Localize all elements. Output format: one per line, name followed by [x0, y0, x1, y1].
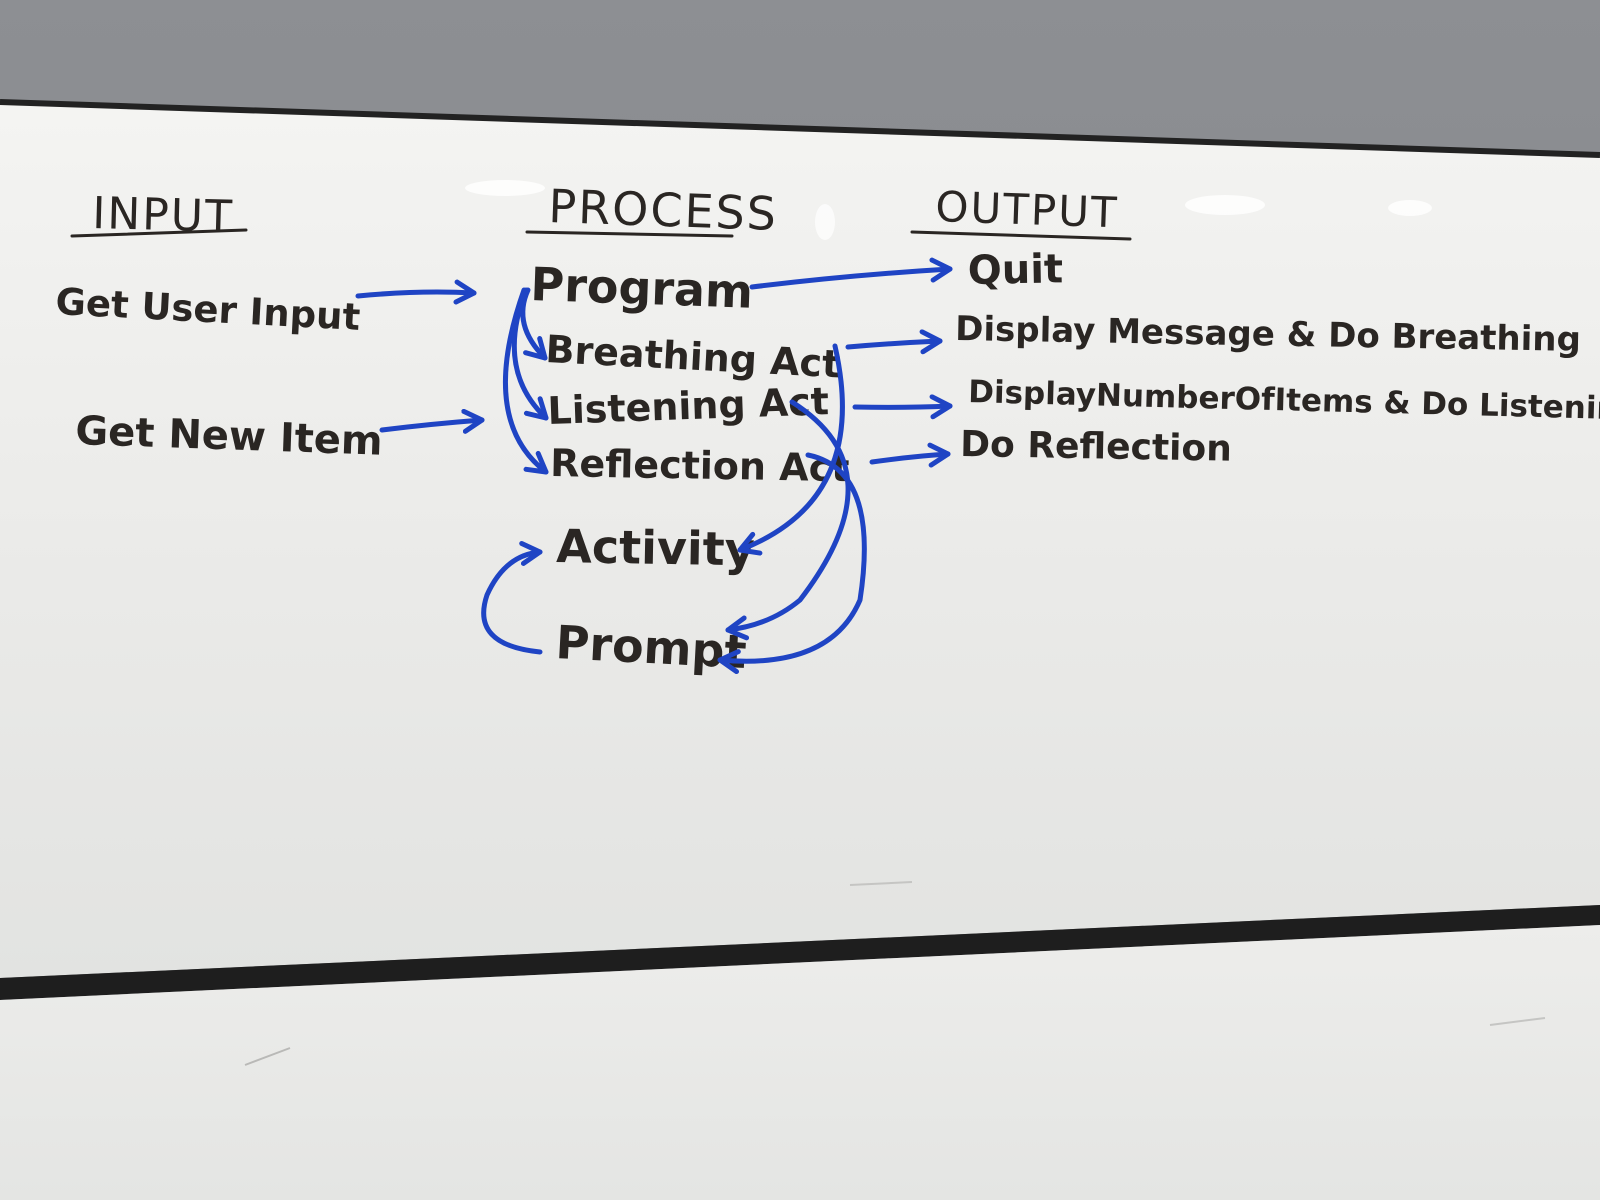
input-item: Get New Item: [75, 408, 384, 465]
light-glare: [465, 180, 545, 196]
process-item: Reflection Act: [550, 441, 850, 490]
light-glare: [1388, 200, 1432, 216]
header-output: OUTPUT: [935, 182, 1120, 237]
arrow-input-to-program: [355, 279, 477, 305]
arrow-listening-to-displaynumber: [852, 394, 953, 420]
arrow-reflection-to-doreflection: [869, 442, 951, 468]
board-smudge: [1489, 1017, 1546, 1026]
header-input-underline: [70, 228, 248, 238]
board-smudge: [244, 1047, 291, 1066]
header-process-underline: [525, 230, 734, 238]
arrow-listening-to-prompt: [725, 399, 851, 641]
arrow-newitem-to-program: [379, 408, 485, 434]
board-divider-frame: [0, 905, 1600, 1000]
process-item: Activity: [556, 519, 755, 576]
header-process: PROCESS: [548, 179, 779, 241]
process-item: Listening Act: [547, 379, 830, 433]
arrow-program-to-reflection: [502, 287, 549, 475]
light-glare: [815, 204, 835, 240]
output-item: Do Reflection: [960, 424, 1232, 470]
header-output-underline: [910, 230, 1132, 241]
process-item: Program: [530, 257, 754, 319]
arrow-breathing-to-activity: [737, 343, 845, 556]
process-item: Prompt: [554, 615, 747, 679]
arrow-prompt-to-activity: [481, 541, 543, 655]
arrow-reflection-to-prompt: [717, 452, 867, 675]
light-glare: [1185, 195, 1265, 215]
board-smudge: [849, 881, 913, 886]
whiteboard-lower: [0, 925, 1600, 1200]
whiteboard-upper: [0, 102, 1600, 978]
board-top-edge: [0, 99, 1600, 158]
arrow-program-to-quit: [749, 257, 953, 290]
output-item: Quit: [967, 246, 1063, 294]
arrow-group: [355, 257, 953, 675]
arrow-breathing-to-display: [845, 329, 943, 355]
